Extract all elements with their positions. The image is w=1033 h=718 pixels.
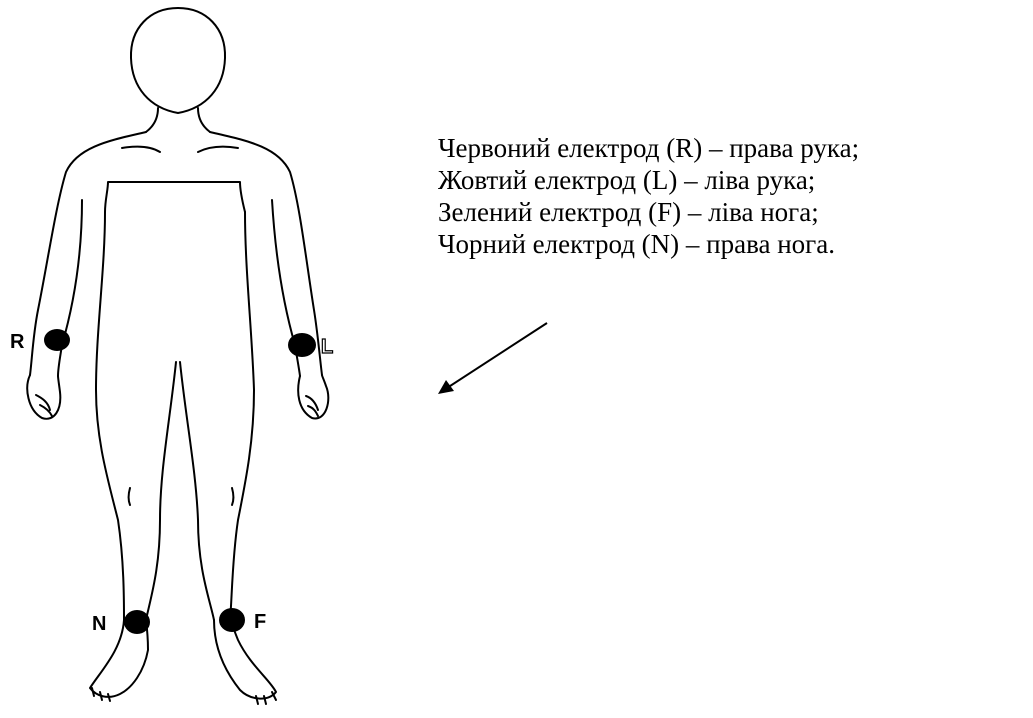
neck-left: [146, 108, 158, 132]
legend: Червоний електрод (R) – права рука; Жовт…: [438, 132, 859, 260]
arrow: [438, 323, 547, 394]
torso-left: [96, 212, 124, 620]
inner-leg-right: [180, 362, 214, 620]
electrode-l: [288, 333, 316, 357]
left-hand: [298, 375, 328, 418]
electrode-f: [219, 608, 245, 632]
electrode-label-r: R: [10, 331, 25, 353]
right-hand: [27, 375, 60, 419]
chest-line: [105, 182, 245, 212]
arrow-head: [438, 380, 454, 394]
legend-line-red: Червоний електрод (R) – права рука;: [438, 132, 859, 164]
left-hand-fingers: [306, 396, 318, 416]
neck-right: [198, 108, 210, 132]
legend-line-black: Чорний електрод (N) – права нога.: [438, 228, 859, 260]
legend-line-yellow: Жовтий електрод (L) – ліва рука;: [438, 164, 859, 196]
electrode-n: [124, 610, 150, 634]
collar-right: [198, 147, 238, 152]
right-hand-fingers: [36, 395, 52, 416]
electrode-r: [44, 329, 70, 351]
left-foot: [214, 620, 276, 699]
arrow-shaft: [447, 323, 547, 388]
electrode-label-l: L: [321, 336, 333, 358]
inner-leg-left: [146, 362, 176, 620]
body-outline: [27, 8, 328, 704]
electrodes: [44, 329, 316, 634]
legend-line-green: Зелений електрод (F) – ліва нога;: [438, 196, 859, 228]
torso-right: [230, 212, 254, 620]
electrode-label-f: F: [254, 611, 266, 633]
right-foot-toes: [92, 688, 110, 701]
head: [131, 8, 225, 113]
electrode-label-n: N: [92, 613, 106, 635]
knee-left: [129, 488, 131, 505]
knee-right: [232, 488, 234, 505]
collar-left: [122, 147, 160, 152]
